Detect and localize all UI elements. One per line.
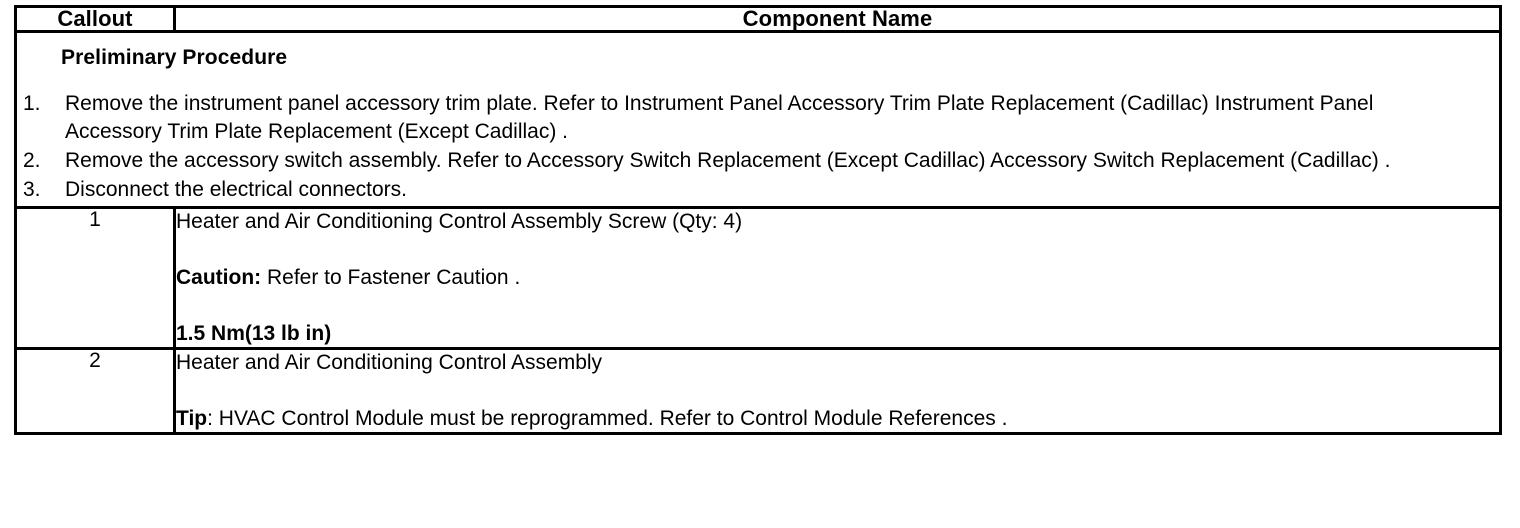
list-item-number: 3.	[23, 178, 41, 201]
list-item-number: 2.	[23, 149, 41, 172]
list-item: 2. Remove the accessory switch assembly.…	[17, 147, 1499, 175]
component-callout-table: Callout Component Name Preliminary Proce…	[14, 5, 1502, 435]
component-description-cell: Heater and Air Conditioning Control Asse…	[173, 206, 1502, 350]
caution-note: Caution: Refer to Fastener Caution .	[176, 265, 1499, 291]
tip-note: Tip: HVAC Control Module must be reprogr…	[176, 406, 1499, 432]
torque-spec: 1.5 Nm(13 lb in)	[176, 322, 332, 345]
list-item-text: Remove the instrument panel accessory tr…	[65, 92, 1374, 143]
callout-number-cell: 1	[14, 206, 176, 350]
caution-text: Refer to Fastener Caution .	[261, 266, 521, 289]
list-item-text: Remove the accessory switch assembly. Re…	[65, 149, 1391, 172]
preliminary-procedure-cell: Preliminary Procedure 1. Remove the inst…	[14, 30, 1502, 209]
component-description-cell: Heater and Air Conditioning Control Asse…	[173, 347, 1502, 435]
callout-number-cell: 2	[14, 347, 176, 435]
caution-label: Caution:	[176, 266, 262, 289]
table-header: Callout Component Name	[14, 5, 1502, 33]
component-title: Heater and Air Conditioning Control Asse…	[176, 210, 743, 233]
preliminary-procedure-heading: Preliminary Procedure	[61, 46, 288, 69]
table-row: 1 Heater and Air Conditioning Control As…	[14, 206, 1502, 350]
list-item-number: 1.	[23, 92, 41, 115]
table-header-row: Callout Component Name	[14, 5, 1502, 33]
table-body: Preliminary Procedure 1. Remove the inst…	[14, 30, 1502, 435]
tip-text: : HVAC Control Module must be reprogramm…	[207, 407, 1008, 430]
tip-label: Tip	[176, 407, 208, 430]
table-row: 2 Heater and Air Conditioning Control As…	[14, 347, 1502, 435]
component-title: Heater and Air Conditioning Control Asse…	[176, 351, 603, 374]
preliminary-procedure-row: Preliminary Procedure 1. Remove the inst…	[14, 30, 1502, 209]
list-item-text: Disconnect the electrical connectors.	[65, 178, 407, 201]
list-item: 3. Disconnect the electrical connectors.	[17, 176, 1499, 204]
list-item: 1. Remove the instrument panel accessory…	[17, 90, 1499, 146]
column-header-callout: Callout	[14, 5, 176, 33]
column-header-component-name: Component Name	[173, 5, 1502, 33]
preliminary-procedure-list: 1. Remove the instrument panel accessory…	[17, 90, 1499, 204]
